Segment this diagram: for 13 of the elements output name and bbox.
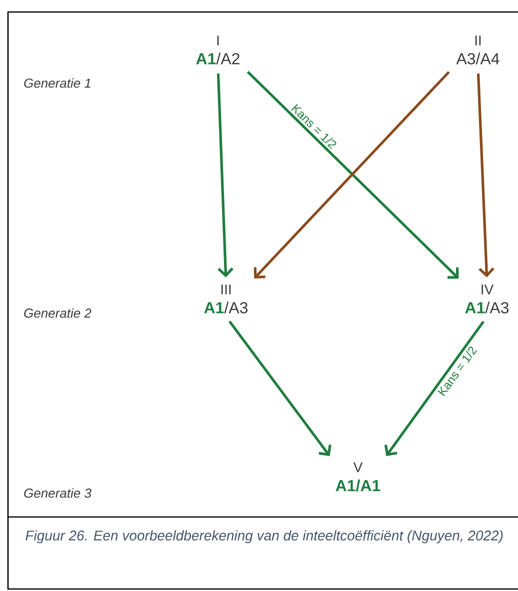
generation-label: Generatie 1 xyxy=(24,78,90,88)
arrow xyxy=(476,74,494,278)
genotype-label: I A1/A2 xyxy=(196,36,240,64)
generation-label: Generatie 2 xyxy=(24,308,92,318)
generation-label: Generatie 3 xyxy=(24,488,92,498)
figure-caption: Figuur 26. Een voorbeeldberekening van de inteeltcoëfficiënt (Nguyen, 2022) xyxy=(26,530,503,544)
arrow xyxy=(216,74,234,278)
genotype-label: II A3/A4 xyxy=(456,36,500,64)
genotype-label: V A1/A1 xyxy=(336,462,380,492)
arrow xyxy=(384,320,485,456)
arrow xyxy=(228,320,332,456)
genotype-label: IV A1/A3 xyxy=(465,284,509,314)
genotype-label: III A1/A3 xyxy=(204,284,248,314)
